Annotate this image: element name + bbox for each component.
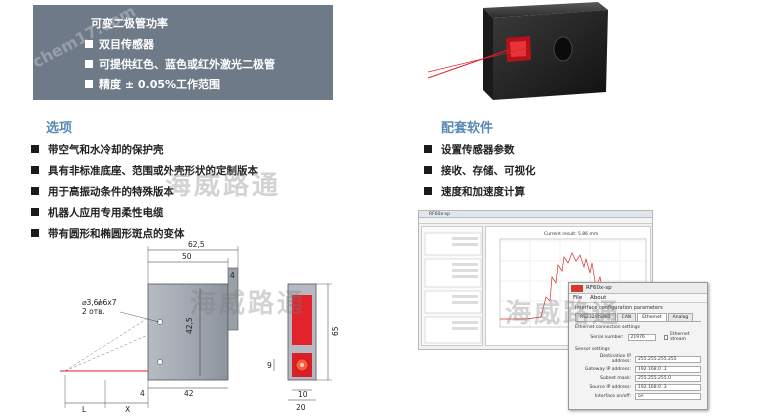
dim-42: 42 (184, 389, 194, 398)
settings-row: Subnet mask:255.255.255.0 (583, 375, 701, 382)
plot-title: Current result: 5.86 mm (544, 231, 598, 237)
list-item: 用于高振动条件的特殊版本 (31, 184, 174, 199)
list-item: 具有非标准底座、范围或外壳形状的定制版本 (31, 163, 258, 178)
group-sensor: Sensor settings (575, 347, 610, 352)
dialog-title: RF60x-sp (586, 285, 612, 291)
dim-10: 10 (298, 390, 308, 399)
software-header: 配套软件 (441, 121, 494, 136)
list-item: 设置传感器参数 (424, 142, 515, 157)
square-bullet-icon (85, 60, 93, 68)
spec-item: 双目传感器 (85, 36, 154, 52)
sensor-photo (428, 2, 608, 100)
settings-row: Destination IP address:255.255.255.255 (583, 354, 701, 364)
watermark: 海威路通 (505, 299, 622, 329)
square-bullet-icon (31, 166, 39, 174)
spec-title: 可变二极管功率 (91, 17, 168, 30)
settings-row: Interface on/off:on (583, 393, 701, 400)
ethernet-stream-checkbox[interactable] (663, 334, 669, 340)
menu-item-file[interactable]: File (573, 295, 583, 301)
spec-item: 精度 ± 0.05%工作范围 (85, 76, 220, 92)
list-item: 带空气和水冷却的保护壳 (31, 142, 164, 157)
ethernet-stream-label: Ethernet stream (670, 332, 690, 342)
dim-4-bottom: 4 (140, 389, 145, 398)
square-bullet-icon (31, 229, 39, 237)
dim-50: 50 (182, 252, 192, 261)
list-item: 机器人应用专用柔性电缆 (31, 205, 164, 220)
dim-9: 9 (267, 361, 272, 370)
square-bullet-icon (31, 187, 39, 195)
dialog-menu: File About (569, 294, 707, 303)
gateway-ip-field[interactable]: 192.168.0 .1 (635, 366, 701, 373)
tab-ethernet[interactable]: Ethernet (637, 313, 667, 321)
settings-panel (421, 226, 483, 346)
software-screenshot-dialog: RF60x-sp File About Interface configurat… (568, 282, 708, 410)
watermark: 海威路通 (190, 289, 307, 319)
serial-label: Serial number: (590, 334, 624, 340)
settings-row: Source IP address:192.168.0 .3 (583, 384, 701, 391)
group-ethernet: Ethernet connection settings (575, 325, 640, 330)
serial-field[interactable]: 21976 (627, 333, 656, 341)
dim-20: 20 (296, 403, 306, 412)
spec-box: chem17.com 可变二极管功率 双目传感器 可提供红色、蓝色或红外激光二极… (29, 1, 333, 100)
dim-65: 65 (331, 326, 340, 336)
square-bullet-icon (424, 166, 432, 174)
list-item: 速度和加速度计算 (424, 184, 525, 199)
dim-holes-count: 2 отв. (82, 307, 105, 316)
dialog-titlebar: RF60x-sp (569, 283, 707, 294)
square-bullet-icon (424, 187, 432, 195)
square-bullet-icon (31, 145, 39, 153)
options-header: 选项 (46, 121, 73, 136)
square-bullet-icon (31, 208, 39, 216)
square-bullet-icon (85, 80, 93, 88)
dim-X: X (125, 405, 130, 414)
subnet-field[interactable]: 255.255.255.0 (635, 375, 701, 382)
dim-62-5: 62,5 (188, 240, 205, 249)
menu-bar (419, 218, 652, 224)
list-item: 接收、存储、可视化 (424, 163, 536, 178)
dim-hole-1: ⌀3,6/ (82, 298, 101, 307)
tab-analog[interactable]: Analog (667, 313, 694, 321)
settings-row: Gateway IP address:192.168.0 .1 (583, 366, 701, 373)
dim-L: L (82, 405, 87, 414)
list-item: 带有圆形和椭圆形斑点的变体 (31, 226, 185, 241)
tab-rs232[interactable]: RS232/RS485 (575, 313, 616, 321)
window-title: RF60x-sp (419, 211, 652, 218)
interface-select[interactable]: on (635, 393, 701, 400)
dim-42-5: 42,5 (185, 317, 194, 334)
tab-bar: RS232/RS485 CAN Ethernet Analog (575, 313, 701, 322)
square-bullet-icon (424, 145, 432, 153)
square-bullet-icon (85, 40, 93, 48)
logo-icon (571, 285, 583, 292)
dimension-drawing: 62,5 50 4 42,5 65 ⌀3,6/ ⌀6x7 2 отв. 9 4 … (60, 240, 340, 414)
source-ip-field[interactable]: 192.168.0 .3 (635, 384, 701, 391)
spec-item: 可提供红色、蓝色或红外激光二极管 (85, 56, 275, 72)
dialog-subtitle: Interface configuration parameters (575, 305, 663, 311)
dim-hole-2: ⌀6x7 (98, 298, 117, 307)
dim-4-top: 4 (230, 271, 235, 280)
watermark: 海威路通 (165, 171, 282, 201)
tab-can[interactable]: CAN (616, 313, 637, 321)
serial-row: Serial number: 21976 Ethernet stream (583, 332, 701, 342)
dest-ip-field[interactable]: 255.255.255.255 (635, 355, 701, 363)
menu-item-about[interactable]: About (589, 295, 607, 301)
